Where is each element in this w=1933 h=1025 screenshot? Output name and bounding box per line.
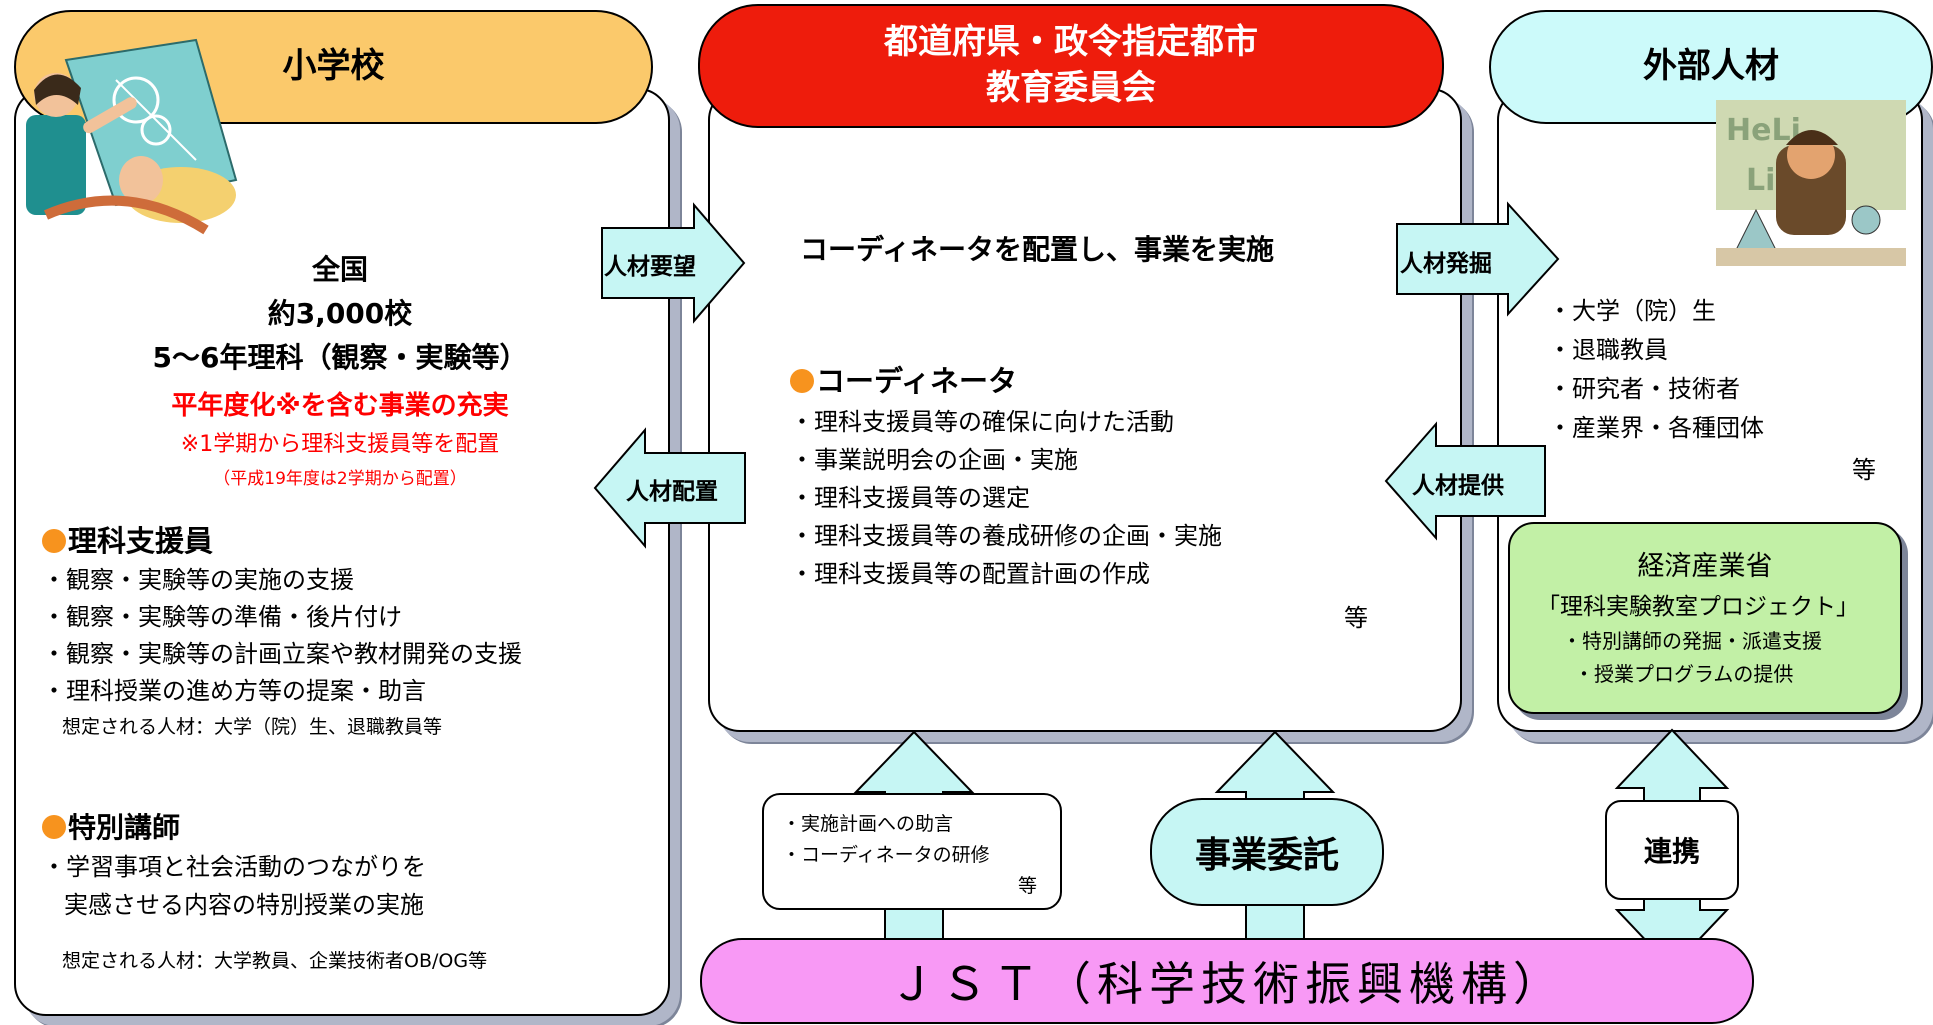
lecturer-title-label: 特別講師 <box>68 811 181 844</box>
lecturer-list: ・学習事項と社会活動のつながりを 実感させる内容の特別授業の実施 <box>42 848 426 924</box>
board-header-line2: 教育委員会 <box>986 68 1156 108</box>
meti-project: 「理科実験教室プロジェクト」 <box>1537 594 1859 620</box>
teacher-illustration <box>26 38 238 235</box>
placement-arrow <box>593 427 746 549</box>
support-item-3: ・観察・実験等の計画立案や教材開発の支援 <box>42 640 522 668</box>
bullet-icon <box>42 529 66 553</box>
school-stats: 全国 約3,000校 5～6年理科（観察・実験等） <box>60 248 620 380</box>
advice-box: ・実施計画への助言 ・コーディネータの研修 等 <box>762 793 1062 910</box>
external-item-1: ・大学（院）生 <box>1548 297 1716 325</box>
advice-item-2: ・コーディネータの研修 <box>782 844 990 866</box>
coord-item-3: ・理科支援員等の選定 <box>790 484 1030 512</box>
board-panel <box>708 88 1462 732</box>
provision-arrow <box>1384 421 1546 541</box>
meti-box: 経済産業省 「理科実験教室プロジェクト」 ・特別講師の発掘・派遣支援 ・授業プロ… <box>1508 522 1902 714</box>
meti-item-1: ・特別講師の発掘・派遣支援 <box>1562 629 1822 653</box>
bullet-icon <box>42 815 66 839</box>
jst-box: ＪＳＴ（科学技術振興機構） <box>700 938 1754 1024</box>
support-title-label: 理科支援員 <box>68 524 214 558</box>
support-title: 理科支援員 <box>42 518 213 560</box>
coord-list: ・理科支援員等の確保に向けた活動 ・事業説明会の企画・実施 ・理科支援員等の選定… <box>790 403 1222 593</box>
advice-item-1: ・実施計画への助言 <box>782 813 954 835</box>
lecturer-item-2: 実感させる内容の特別授業の実施 <box>64 891 424 919</box>
board-header: 都道府県・政令指定都市 教育委員会 <box>698 4 1444 128</box>
school-panel <box>14 88 670 1016</box>
school-note-1: ※1学期から理科支援員等を配置 <box>180 432 500 457</box>
external-header-label: 外部人材 <box>1643 46 1779 87</box>
cooperation-label: 連携 <box>1643 835 1700 868</box>
board-main-text: コーディネータを配置し、事業を実施 <box>800 233 1275 266</box>
external-list: ・大学（院）生 ・退職教員 ・研究者・技術者 ・産業界・各種団体 <box>1548 292 1764 448</box>
support-persons: 想定される人材：大学（院）生、退職教員等 <box>62 716 443 738</box>
external-item-4: ・産業界・各種団体 <box>1548 414 1764 442</box>
bullet-icon <box>790 369 814 393</box>
coord-item-4: ・理科支援員等の養成研修の企画・実施 <box>790 522 1222 550</box>
school-stat-line-3: 5～6年理科（観察・実験等） <box>152 341 528 374</box>
school-stat-line-2: 約3,000校 <box>267 297 413 330</box>
board-etc: 等 <box>1344 604 1368 632</box>
school-header-label: 小学校 <box>282 46 385 87</box>
lecturer-title: 特別講師 <box>42 806 180 846</box>
provision-label: 人材提供 <box>1412 473 1504 499</box>
external-etc: 等 <box>1852 456 1876 484</box>
commission-box: 事業委託 <box>1150 798 1384 906</box>
coord-item-5: ・理科支援員等の配置計画の作成 <box>790 560 1150 588</box>
support-item-2: ・観察・実験等の準備・後片付け <box>42 603 402 631</box>
external-item-3: ・研究者・技術者 <box>1548 375 1740 403</box>
placement-label: 人材配置 <box>626 479 718 505</box>
external-item-2: ・退職教員 <box>1548 336 1668 364</box>
coord-item-2: ・事業説明会の企画・実施 <box>790 446 1078 474</box>
discovery-label: 人材発掘 <box>1400 251 1492 277</box>
svg-text:HeLi: HeLi <box>1726 113 1801 148</box>
cooperation-box: 連携 <box>1605 800 1739 900</box>
school-note-2: （平成19年度は2学期から配置） <box>213 469 467 489</box>
meti-item-2: ・授業プログラムの提供 <box>1574 662 1794 686</box>
support-list: ・観察・実験等の実施の支援 ・観察・実験等の準備・後片付け ・観察・実験等の計画… <box>42 562 522 710</box>
board-header-line1: 都道府県・政令指定都市 <box>884 22 1258 63</box>
meti-title: 経済産業省 <box>1637 551 1773 582</box>
coord-item-1: ・理科支援員等の確保に向けた活動 <box>790 408 1174 436</box>
coord-title: コーディネータ <box>790 358 1017 400</box>
scientist-illustration: HeLi Li H <box>1716 100 1906 266</box>
support-item-4: ・理科授業の進め方等の提案・助言 <box>42 677 426 705</box>
lecturer-item-1: ・学習事項と社会活動のつながりを <box>42 853 426 881</box>
request-arrow <box>601 202 746 324</box>
commission-label: 事業委託 <box>1194 835 1339 876</box>
lecturer-persons: 想定される人材：大学教員、企業技術者OB/OG等 <box>62 950 488 972</box>
school-highlight: 平年度化※を含む事業の充実 <box>171 391 509 421</box>
coord-title-label: コーディネータ <box>816 364 1017 398</box>
jst-label: ＪＳＴ（科学技術振興機構） <box>889 957 1565 1011</box>
support-item-1: ・観察・実験等の実施の支援 <box>42 566 354 594</box>
request-label: 人材要望 <box>604 254 696 280</box>
school-stat-line-1: 全国 <box>311 253 368 286</box>
advice-etc: 等 <box>1018 875 1038 897</box>
discovery-arrow <box>1396 201 1560 317</box>
